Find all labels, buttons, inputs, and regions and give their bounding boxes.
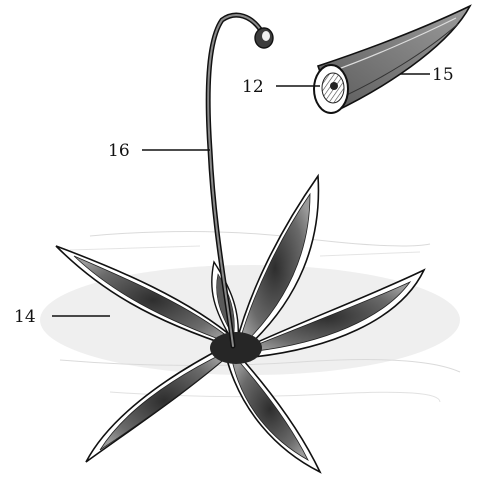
label-15: 15	[432, 65, 454, 85]
label-12: 12	[242, 77, 264, 97]
capsule-tip	[255, 28, 273, 48]
label-14: 14	[14, 307, 36, 327]
label-16: 16	[108, 141, 130, 161]
rosette-center	[210, 332, 262, 364]
capsule-detail	[314, 6, 470, 113]
